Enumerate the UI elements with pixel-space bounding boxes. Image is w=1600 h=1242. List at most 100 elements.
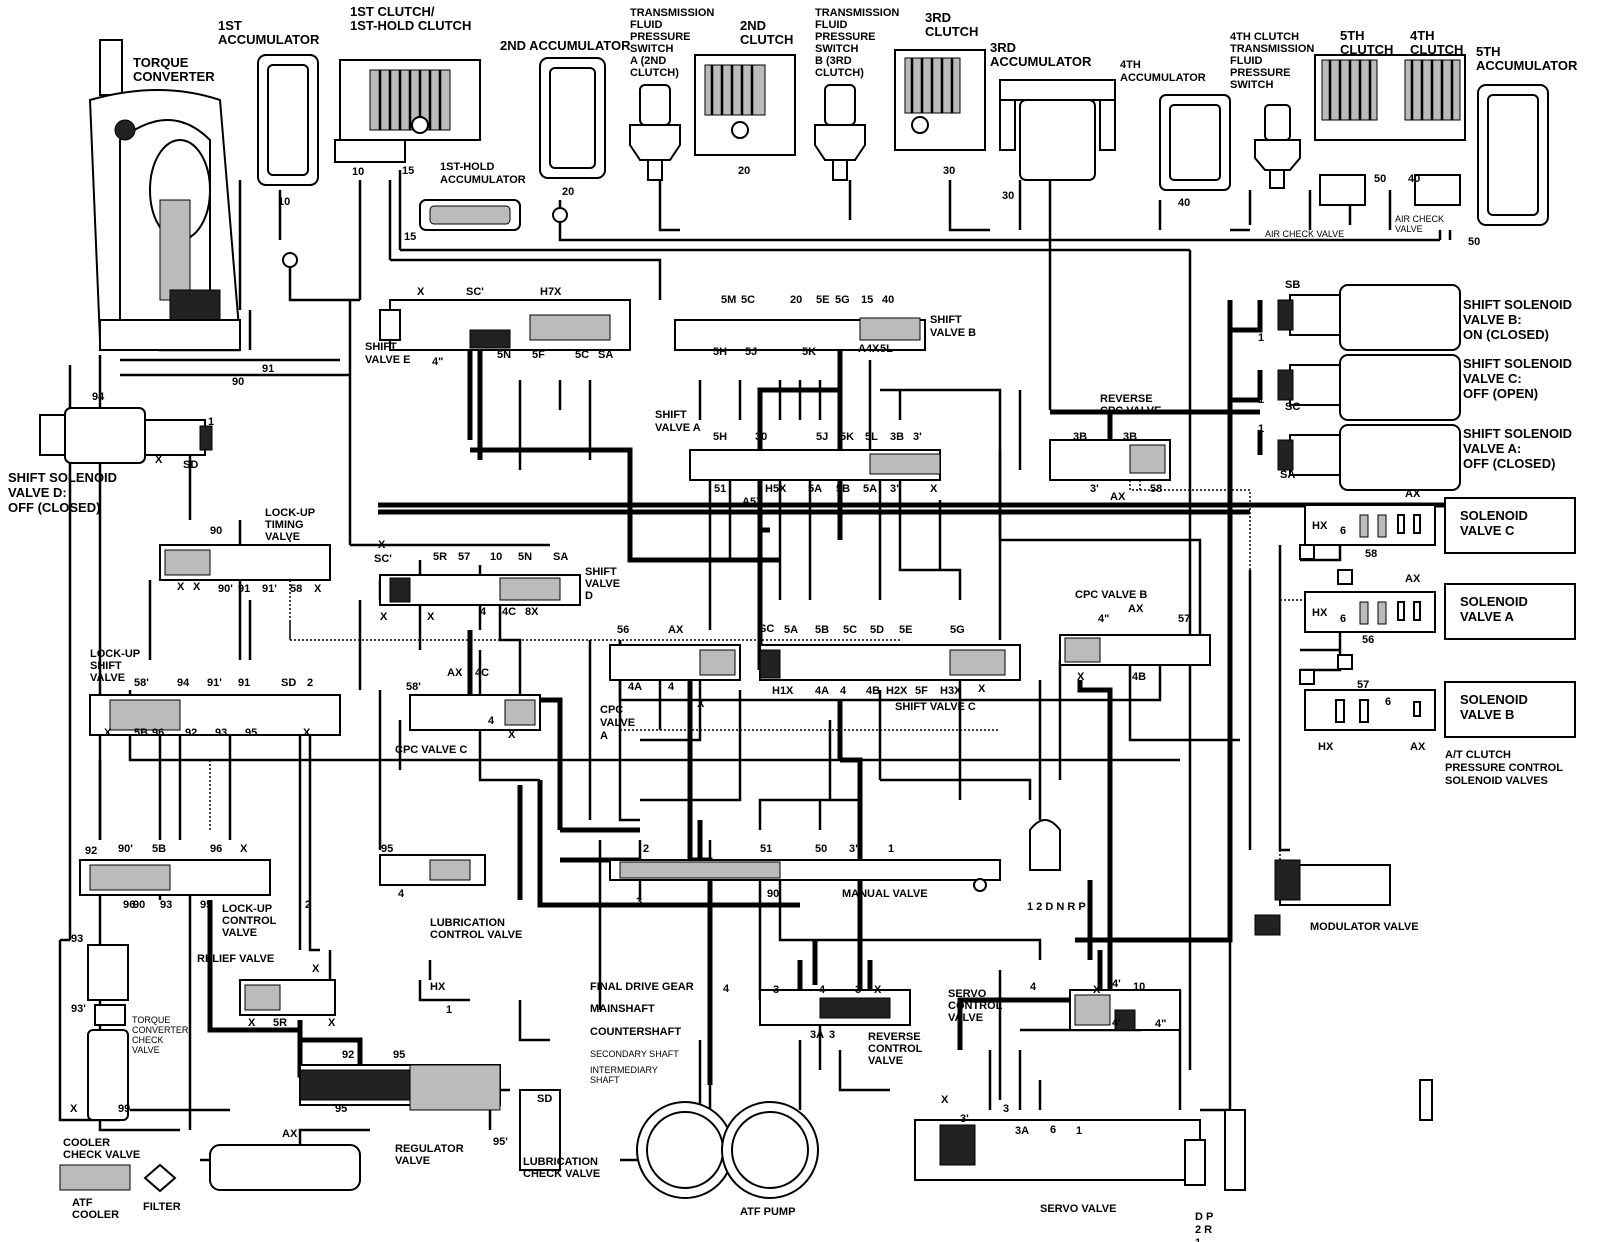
- port-label: X: [104, 727, 112, 739]
- port-label: 5R: [273, 1017, 287, 1029]
- port-label: HX: [1312, 520, 1328, 532]
- pa-l1: TRANSMISSION: [630, 7, 714, 19]
- sd-l3: OFF (CLOSED): [8, 500, 100, 515]
- port-label: 4: [1030, 981, 1037, 993]
- spool-valves: [79, 299, 1391, 1191]
- lc-l3: VALVE: [222, 927, 257, 939]
- port-label: 1: [1076, 1125, 1082, 1137]
- port-label: X: [978, 683, 986, 695]
- port-label: 58': [134, 677, 149, 689]
- port-label: 5G: [835, 294, 850, 306]
- port-label: X: [941, 1094, 949, 1106]
- port-label: 51: [760, 843, 772, 855]
- is-l2: SHAFT: [590, 1075, 620, 1085]
- a1-l1: 1ST: [218, 18, 242, 33]
- port-label: 1: [446, 1004, 452, 1016]
- label-2nd-accumulator: 2ND ACCUMULATOR: [500, 38, 631, 53]
- 5th-4th-clutch: [1314, 54, 1466, 206]
- port-label: 3: [1003, 1103, 1009, 1115]
- port-label: H5X: [765, 483, 787, 495]
- scv-l3: VALVE: [948, 1012, 983, 1024]
- sb-l3: ON (CLOSED): [1463, 327, 1549, 342]
- port-label: 4": [1155, 1018, 1166, 1030]
- shift-solenoid-b: [1277, 284, 1461, 351]
- port-label: 5K: [840, 431, 854, 443]
- port-label: X: [380, 611, 388, 623]
- pb-l4: SWITCH: [815, 43, 858, 55]
- svc-l2: VALVE C: [1460, 523, 1515, 538]
- port-label: 5C: [575, 349, 589, 361]
- c5-l1: 5TH: [1340, 28, 1365, 43]
- shift-solenoid-c: [1277, 354, 1461, 421]
- port-label: SA: [553, 551, 568, 563]
- port-label: X: [328, 1017, 336, 1029]
- label-modulator: MODULATOR VALVE: [1310, 921, 1419, 933]
- port-label: 4": [1098, 613, 1109, 625]
- pa-l3: PRESSURE: [630, 31, 691, 43]
- pa-l4: SWITCH: [630, 43, 673, 55]
- port-label: X: [930, 483, 938, 495]
- port-label: SB: [1285, 279, 1300, 291]
- port-label: 91': [207, 677, 222, 689]
- port-label: 3B: [1123, 431, 1137, 443]
- solenoid-valve-a: [1304, 583, 1576, 640]
- a3-l2: ACCUMULATOR: [990, 54, 1092, 69]
- port-label: 57: [1357, 679, 1369, 691]
- sc-l2: VALVE C:: [1463, 371, 1522, 386]
- port-label: A4X: [858, 343, 880, 355]
- svb2-l2: VALVE B: [930, 327, 976, 339]
- port-label: H3X: [940, 685, 962, 697]
- port-label: 93: [215, 727, 227, 739]
- sve-l1: SHIFT: [365, 341, 397, 353]
- label-manual-positions: 1 2 D N R P: [1027, 901, 1086, 913]
- port-label: 5C: [741, 294, 755, 306]
- sc-l3: OFF (OPEN): [1463, 386, 1538, 401]
- label-air-check-1: AIR CHECK VALVE: [1265, 229, 1344, 239]
- port-label: X: [874, 984, 882, 996]
- label-cpc-valve-c: CPC VALVE C: [395, 744, 467, 756]
- port-label: 4A: [628, 681, 642, 693]
- svd-l1: SHIFT: [585, 566, 617, 578]
- 1st-hold-accumulator: [419, 199, 521, 231]
- port-label: 50: [1468, 236, 1480, 248]
- port-label: SC: [759, 623, 774, 635]
- port-label: 96: [152, 727, 164, 739]
- port-label: X: [240, 843, 248, 855]
- a4-l2: ACCUMULATOR: [1120, 72, 1206, 84]
- port-label: 3': [913, 431, 922, 443]
- a4-l1: 4TH: [1120, 59, 1141, 71]
- port-label: 5C: [843, 624, 857, 636]
- port-label: 96: [123, 899, 135, 911]
- port-label: X: [177, 581, 185, 593]
- svd-l2: VALVE: [585, 578, 620, 590]
- tc-l2: CONVERTER: [133, 69, 215, 84]
- port-label: AX: [1128, 603, 1144, 615]
- port-label: 90: [210, 525, 222, 537]
- port-label: 1: [1258, 423, 1264, 435]
- port-label: 95: [381, 843, 393, 855]
- a3-l1: 3RD: [990, 40, 1016, 55]
- atf-l1: ATF: [72, 1197, 93, 1209]
- port-label: 90: [232, 376, 244, 388]
- a5-l2: ACCUMULATOR: [1476, 58, 1578, 73]
- c5-l2: CLUTCH: [1340, 42, 1393, 57]
- 3rd-accumulator: [999, 79, 1116, 181]
- port-label: 4B: [1132, 671, 1146, 683]
- svb-l1: SOLENOID: [1460, 692, 1528, 707]
- c4-l2: CLUTCH: [1410, 42, 1463, 57]
- port-label: SD: [183, 459, 198, 471]
- sva-l2: VALVE A: [1460, 609, 1515, 624]
- port-label: X: [303, 727, 311, 739]
